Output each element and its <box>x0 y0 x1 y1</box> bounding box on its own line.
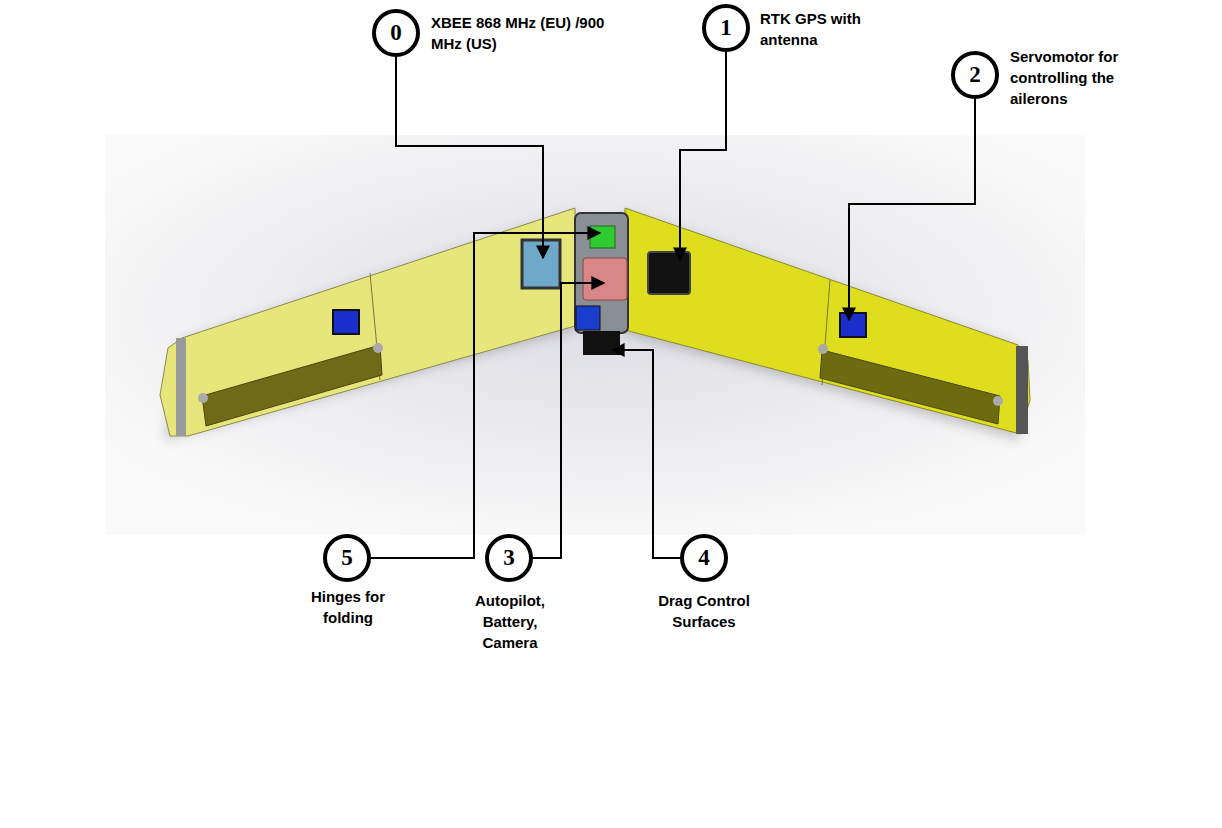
callout-number: 5 <box>327 538 367 578</box>
callout-label: XBEE 868 MHz (EU) /900 MHz (US) <box>431 12 611 54</box>
fuselage <box>575 213 628 333</box>
callout-label: Drag Control Surfaces <box>629 590 779 632</box>
callout-label: Autopilot, Battery, Camera <box>465 590 555 653</box>
callout-number: 4 <box>684 538 724 578</box>
callout-circle: 3Autopilot, Battery, Camera <box>485 534 533 582</box>
callout-circle: 5Hinges for folding <box>323 534 371 582</box>
right-wing <box>625 208 1030 434</box>
callout-circle: 4Drag Control Surfaces <box>680 534 728 582</box>
callout-label: RTK GPS with antenna <box>760 8 910 50</box>
left-wing <box>160 208 575 436</box>
hinge-part <box>590 226 615 248</box>
center-servo <box>576 306 600 330</box>
drag-surface <box>583 331 620 355</box>
right-servo <box>840 313 866 337</box>
callout-number: 3 <box>489 538 529 578</box>
left-servo <box>333 310 359 334</box>
callout-circle: 0XBEE 868 MHz (EU) /900 MHz (US) <box>372 9 420 57</box>
right-aileron <box>820 350 1000 424</box>
left-wingtip <box>176 338 186 436</box>
callout-label: Hinges for folding <box>298 586 398 628</box>
leader-lines <box>371 52 975 558</box>
autopilot-battery <box>583 258 627 300</box>
left-aileron <box>202 345 382 426</box>
callout-number: 0 <box>376 13 416 53</box>
render-background <box>105 135 1085 535</box>
callout-number: 1 <box>706 8 746 48</box>
callout-circle: 1RTK GPS with antenna <box>702 4 750 52</box>
xbee-module <box>522 240 560 288</box>
callout-circle: 2Servomotor for controlling the ailerons <box>951 51 999 99</box>
callout-label: Servomotor for controlling the ailerons <box>1010 46 1125 109</box>
callout-number: 2 <box>955 55 995 95</box>
right-wingtip <box>1016 346 1028 434</box>
rtk-gps <box>648 252 690 294</box>
